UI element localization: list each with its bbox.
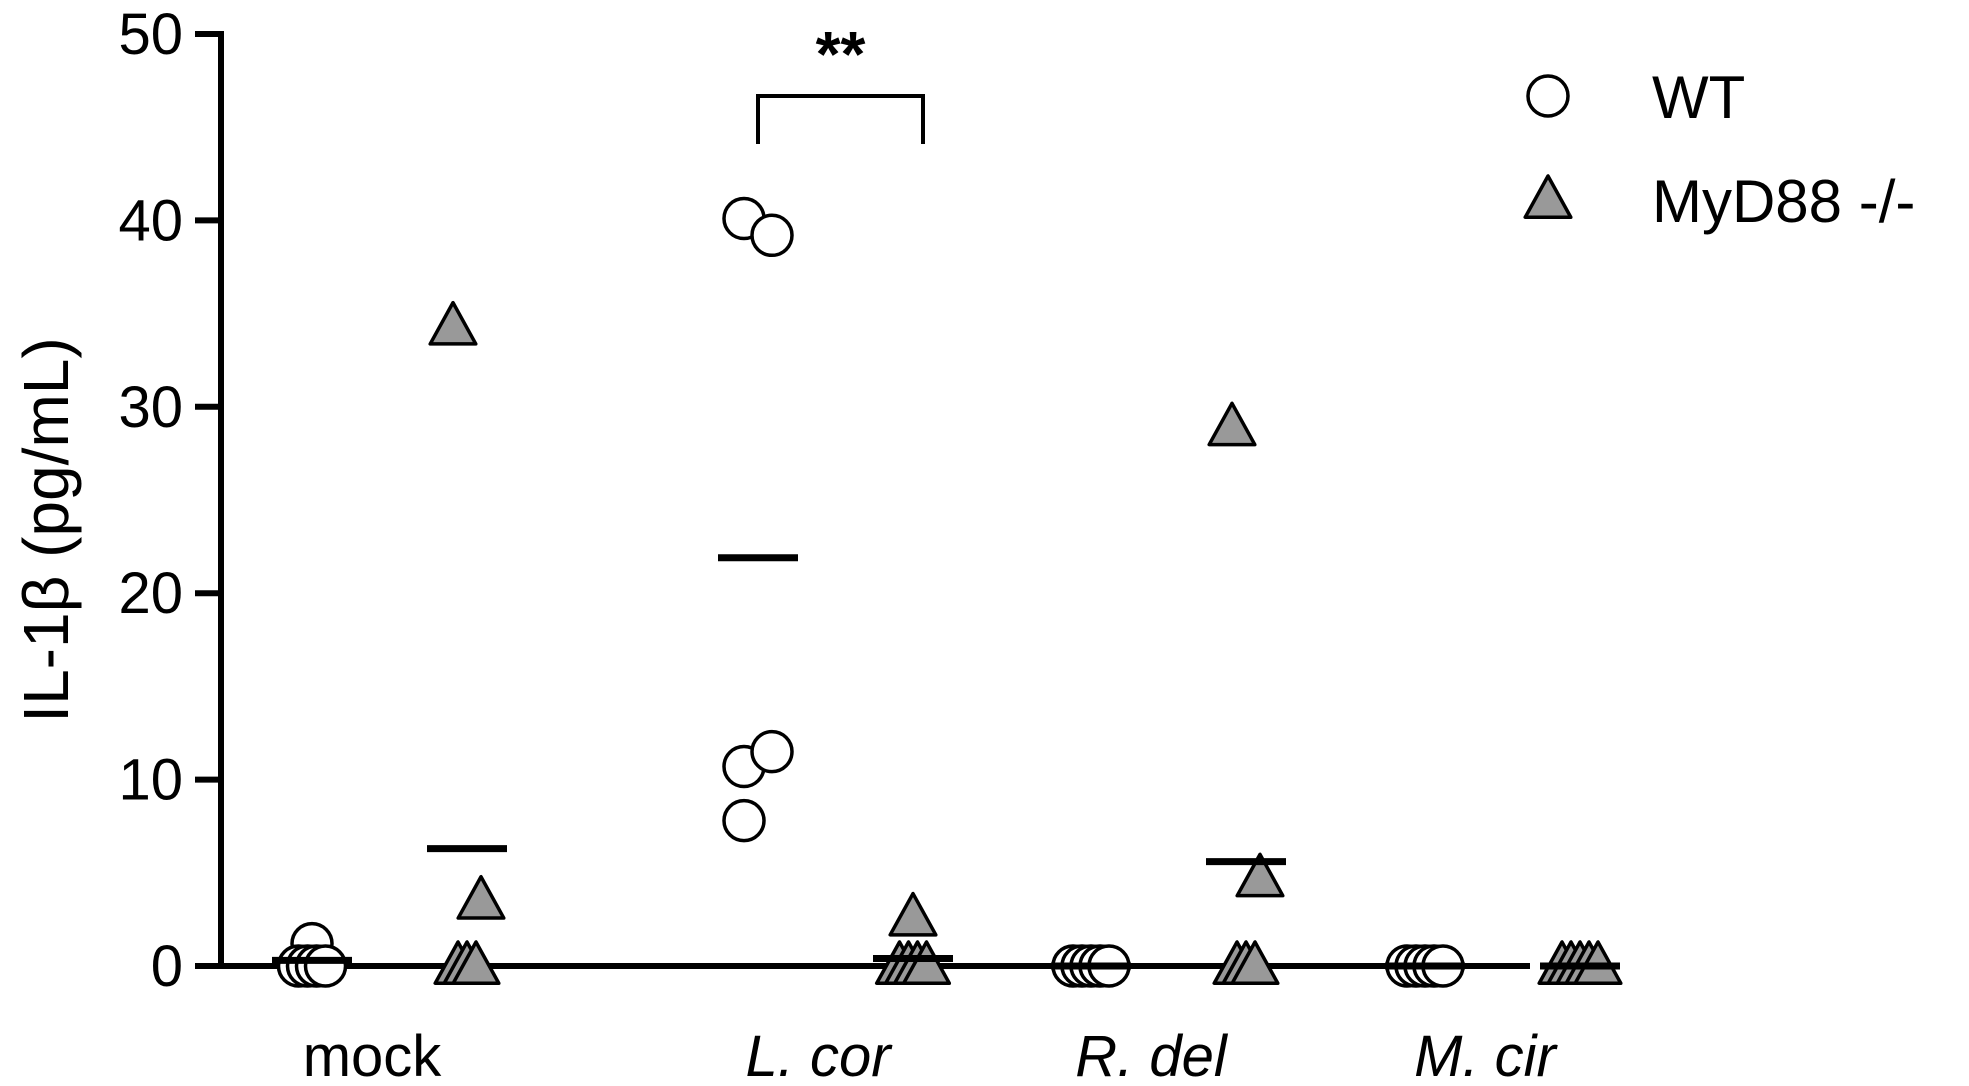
x-category-label: L. cor <box>745 1024 893 1086</box>
data-marks <box>272 196 1623 988</box>
x-axis: mock L. cor R. del M. cir <box>221 963 1559 1086</box>
data-point-triangle <box>1523 174 1573 220</box>
annotations: ** <box>756 18 925 144</box>
legend-label: WT <box>1652 64 1745 131</box>
x-category-label: R. del <box>1075 1024 1229 1086</box>
series-circle <box>272 196 1465 988</box>
y-tick-label: 10 <box>118 748 183 813</box>
data-point-triangle <box>428 300 478 346</box>
y-tick-label: 30 <box>118 375 183 440</box>
data-point-circle <box>750 729 794 774</box>
y-tick-label: 40 <box>118 188 183 253</box>
y-tick-label: 0 <box>151 934 183 999</box>
data-point-circle <box>1526 74 1570 118</box>
data-point-triangle <box>1235 852 1285 898</box>
y-tick-label: 50 <box>118 2 183 67</box>
y-axis-title: IL-1β (pg/mL) <box>10 337 82 722</box>
y-axis: 0 10 20 30 40 50 <box>118 2 224 999</box>
significance-label: ** <box>816 18 866 90</box>
data-point-triangle <box>451 940 501 986</box>
x-category-label: mock <box>303 1024 443 1086</box>
data-point-circle <box>303 944 348 988</box>
data-point-triangle <box>1230 940 1280 986</box>
data-point-circle <box>722 798 766 843</box>
data-point-circle <box>750 213 794 258</box>
data-point-triangle <box>1207 401 1257 447</box>
significance-bracket <box>756 94 925 144</box>
data-point-triangle <box>901 940 952 986</box>
data-point-triangle <box>888 891 938 937</box>
legend: WT MyD88 -/- <box>1523 64 1915 235</box>
legend-label: MyD88 -/- <box>1652 168 1915 235</box>
y-tick-label: 20 <box>118 561 183 626</box>
x-category-label: M. cir <box>1414 1024 1558 1086</box>
series-triangle <box>427 300 1623 986</box>
data-point-triangle <box>456 875 506 920</box>
